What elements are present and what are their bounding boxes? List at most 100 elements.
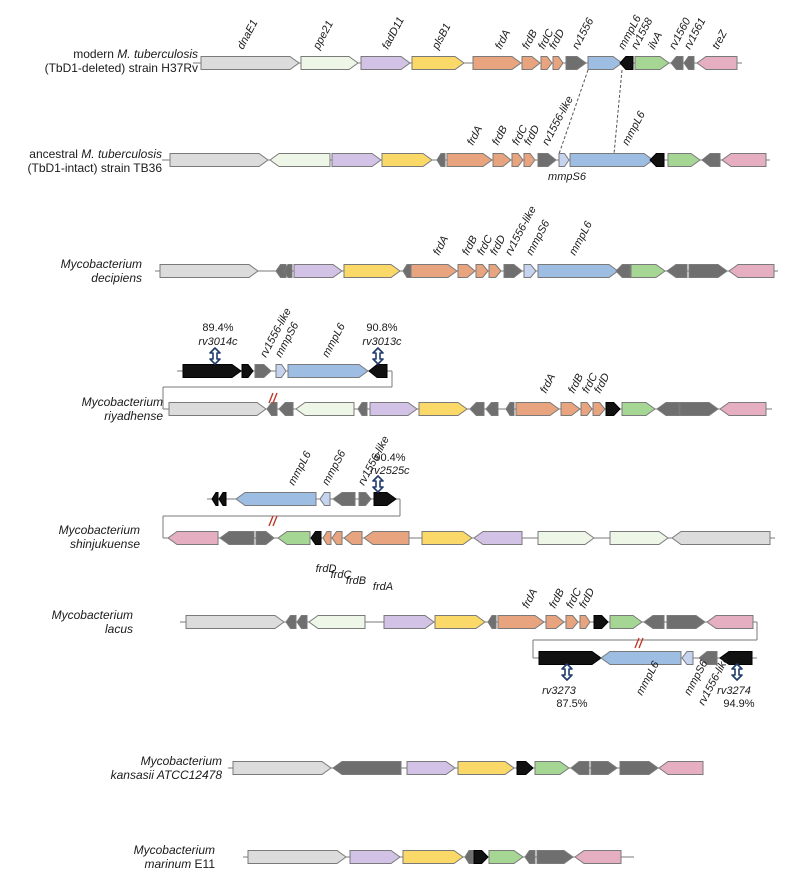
gene-arrow: [457, 761, 515, 775]
gene-arrow: [421, 531, 473, 545]
gene-arrow: [310, 531, 322, 545]
gene-arrow: [679, 402, 719, 416]
gene-arrow: [293, 264, 343, 278]
gene-arrow: [488, 850, 524, 864]
strain-name-line2: (TbD1-intact) strain TB36: [28, 161, 163, 175]
strain-name-line1: ancestral M. tuberculosis: [29, 147, 162, 161]
gene-arrow: [492, 153, 512, 167]
gene-arrow: [667, 153, 701, 167]
strain-genus: Mycobacterium: [82, 395, 163, 409]
gene-arrow: [503, 264, 523, 278]
break-mark-stroke: [634, 637, 640, 649]
gene-arrow: [287, 364, 369, 378]
gene-arrow: [373, 492, 397, 506]
gene-arrow: [536, 850, 574, 864]
gene-arrow: [485, 402, 499, 416]
identity-label: 90.8%: [366, 322, 397, 334]
strain-name-line1: Mycobacterium: [82, 395, 163, 409]
gene-arrow: [383, 615, 435, 629]
gene-arrow: [266, 402, 278, 416]
gene-arrow: [332, 761, 402, 775]
gene-arrow: [719, 651, 753, 665]
gene-arrow: [277, 531, 311, 545]
gene-arrow: [592, 402, 606, 416]
gene-label: rv3274: [717, 685, 751, 697]
double-arrow-shape: [561, 663, 573, 681]
gene-arrow: [643, 615, 665, 629]
strain-genus: M. tuberculosis: [81, 147, 162, 161]
gene-arrow: [666, 615, 706, 629]
strain-species: shinjukuense: [70, 537, 140, 551]
gene-arrow: [719, 402, 767, 416]
gene-arrow: [698, 651, 718, 665]
deletion-connector: [613, 69, 623, 155]
gene-arrow: [446, 153, 493, 167]
strain-genus: Mycobacterium: [141, 754, 222, 768]
double-arrow-shape: [372, 475, 384, 493]
gene-arrow: [211, 492, 219, 506]
strain-genus: Mycobacterium: [52, 608, 133, 622]
strain-name-line1: modern M. tuberculosis: [73, 47, 198, 61]
double-arrow-icon: [731, 663, 743, 681]
break-mark-stroke: [272, 392, 278, 404]
strain-species: decipiens: [91, 271, 142, 285]
gene-arrow: [402, 850, 464, 864]
gene-label: plsB1: [430, 21, 454, 52]
gene-arrow: [464, 850, 474, 864]
break-mark-stroke: [268, 515, 274, 527]
gene-label: rv1556-like: [540, 94, 576, 147]
gene-arrow: [565, 56, 587, 70]
strain-name-line1: Mycobacterium: [141, 754, 222, 768]
gene-arrow: [436, 153, 446, 167]
gene-arrow: [411, 56, 465, 70]
gene-arrow: [558, 153, 570, 167]
gene-arrow: [319, 492, 331, 506]
gene-label: mmpS6: [548, 171, 587, 183]
gene-arrow: [167, 531, 219, 545]
gene-arrow: [621, 402, 656, 416]
double-arrow-shape: [372, 347, 384, 365]
gene-arrow: [649, 153, 665, 167]
identity-label: 94.9%: [723, 698, 754, 710]
gene-arrow: [670, 56, 684, 70]
double-arrow-icon: [372, 347, 384, 365]
gene-arrow: [537, 153, 557, 167]
gene-arrow: [701, 153, 721, 167]
gene-arrow: [545, 615, 565, 629]
strain-suffix: E11: [191, 857, 215, 871]
gene-arrow: [497, 615, 545, 629]
gene-arrow: [538, 651, 602, 665]
strain-name-line2: shinjukuense: [70, 537, 140, 551]
gene-arrow: [487, 615, 497, 629]
identity-label: 89.4%: [202, 322, 233, 334]
strain-species: riyadhense: [104, 409, 163, 423]
gene-arrow: [593, 615, 609, 629]
gene-arrow: [368, 364, 388, 378]
gene-arrow: [534, 761, 570, 775]
gene-arrow: [247, 850, 347, 864]
gene-label: dnaE1: [235, 18, 261, 52]
strain-name-line1: Mycobacterium: [134, 843, 215, 857]
gene-arrow: [283, 264, 293, 278]
gene-arrow: [560, 402, 581, 416]
gene-label: frdA: [520, 587, 540, 610]
strain-genus: Mycobacterium: [59, 523, 140, 537]
gene-arrow: [218, 492, 227, 506]
gene-arrow: [570, 761, 590, 775]
break-mark-icon: [268, 515, 278, 527]
gene-arrow: [406, 761, 456, 775]
gene-arrow: [308, 615, 366, 629]
double-arrow-shape: [731, 663, 743, 681]
gene-arrow: [381, 153, 433, 167]
strain-name-line2: riyadhense: [104, 409, 163, 423]
gene-arrow: [472, 56, 522, 70]
strain-genus: Mycobacterium: [61, 257, 142, 271]
gene-arrow: [681, 651, 694, 665]
gene-arrow: [688, 264, 728, 278]
gene-arrow: [168, 402, 267, 416]
gene-arrow: [587, 56, 623, 70]
gene-label: mmpL6: [320, 321, 348, 360]
double-arrow-icon: [561, 663, 573, 681]
gene-arrow: [219, 531, 255, 545]
gene-arrow: [331, 153, 382, 167]
